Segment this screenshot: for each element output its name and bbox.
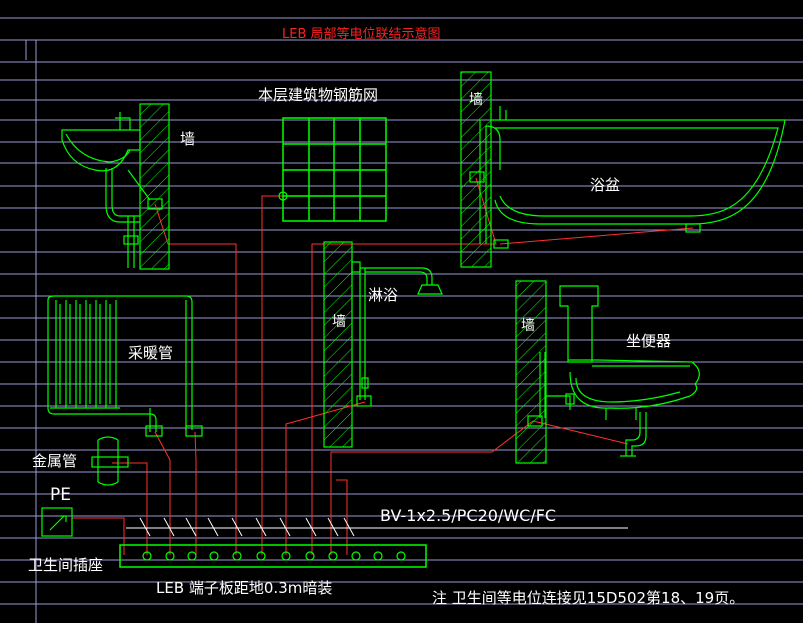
bathroom-socket <box>41 507 73 537</box>
label-bathtub: 浴盆 <box>590 176 620 194</box>
cable-line <box>126 517 628 537</box>
label-metal-pipe: 金属管 <box>32 452 77 470</box>
label-toilet: 坐便器 <box>626 332 671 350</box>
radiator <box>47 295 203 437</box>
label-wall-bathtub: 墙 <box>469 92 483 108</box>
label-note: 注 卫生间等电位连接见15D502第18、19页。 <box>432 589 744 607</box>
label-bathroom-socket: 卫生间插座 <box>28 556 103 574</box>
label-wall-basin: 墙 <box>180 130 195 148</box>
label-cable-spec: BV-1x2.5/PC20/WC/FC <box>380 506 556 525</box>
label-radiator: 采暖管 <box>128 344 173 362</box>
label-pe: PE <box>50 485 71 505</box>
label-shower: 淋浴 <box>368 286 398 304</box>
walls <box>139 71 547 464</box>
diagram-title: LEB 局部等电位联结示意图 <box>282 26 441 42</box>
wall-toilet <box>515 280 547 464</box>
bathtub <box>469 106 786 249</box>
metal-pipe <box>91 436 129 486</box>
grid-lines <box>0 17 803 623</box>
label-rebar-mesh: 本层建筑物钢筋网 <box>258 86 378 104</box>
toilet <box>527 285 700 457</box>
wall-basin <box>139 103 170 270</box>
rebar-mesh <box>278 117 387 222</box>
label-wall-toilet: 墙 <box>521 318 535 334</box>
terminal-board <box>119 544 427 568</box>
wash-basin <box>61 112 163 268</box>
label-terminal-board: LEB 端子板距地0.3m暗装 <box>156 579 332 597</box>
shower <box>351 261 443 407</box>
wall-shower <box>323 241 353 448</box>
label-wall-shower: 墙 <box>332 314 346 330</box>
